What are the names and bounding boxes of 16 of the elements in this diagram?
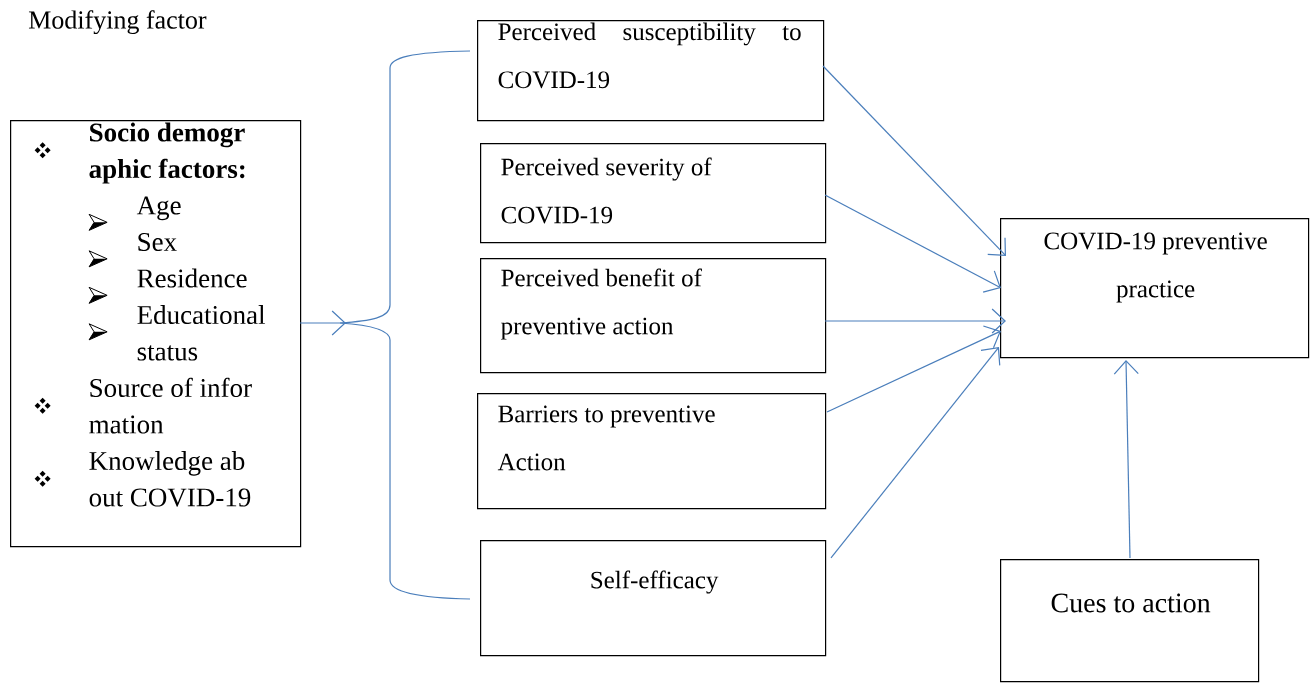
arrow	[830, 347, 1001, 559]
factor-list-box: Socio demogr aphic factors: Age Sex Residence Educational status Source of infor mation Knowledge ab out COVID-19	[10, 120, 302, 548]
concept-box: Barriers to preventive Action	[477, 393, 827, 510]
arrow	[824, 308, 1006, 334]
arrow	[826, 325, 1001, 413]
concept-box: Perceived susceptibility to COVID-19	[477, 20, 825, 122]
arrow	[822, 65, 1006, 256]
concept-box: Perceived severity of COVID-19	[480, 143, 827, 244]
arrow	[299, 310, 346, 336]
concept-box: COVID-19 preventive practice	[1000, 218, 1310, 359]
arrow	[1113, 360, 1139, 559]
concept-box: Cues to action	[1000, 559, 1260, 683]
concept-box: Perceived benefit of preventive action	[480, 258, 827, 374]
concept-box: Self-efficacy	[480, 540, 827, 657]
arrow	[824, 194, 1001, 293]
heading: Modifying factor	[28, 10, 207, 35]
